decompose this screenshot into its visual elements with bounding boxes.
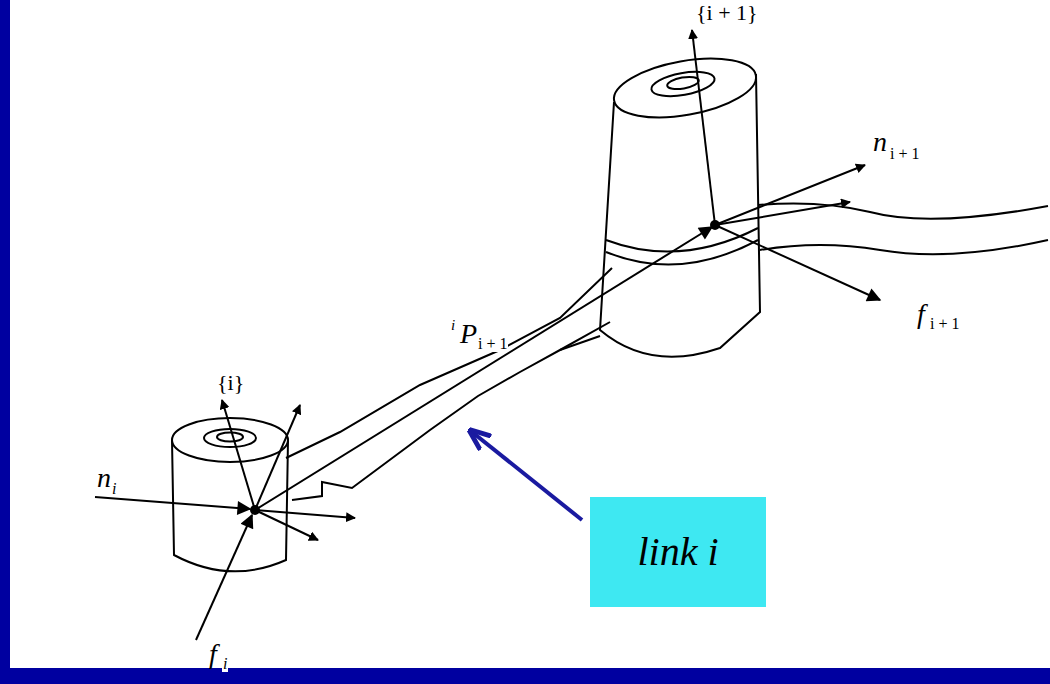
frame-label: n xyxy=(872,128,888,156)
frame-label: i xyxy=(222,656,228,672)
frame-label: f xyxy=(208,640,218,668)
frame-label: P xyxy=(459,320,478,348)
frame-label: i + 1 xyxy=(889,146,920,162)
frame-label: i + 1 xyxy=(477,336,508,352)
frame-label: {i + 1} xyxy=(695,2,759,24)
frame-label: n xyxy=(96,464,112,492)
callout-text: link i xyxy=(637,530,766,574)
frame-label: i xyxy=(111,481,117,497)
frame-label: f xyxy=(916,300,926,328)
frame-label: {i} xyxy=(216,372,245,394)
callout-box: link i xyxy=(590,497,766,607)
frame-label: i + 1 xyxy=(929,316,960,332)
frame-label: i xyxy=(450,318,456,333)
